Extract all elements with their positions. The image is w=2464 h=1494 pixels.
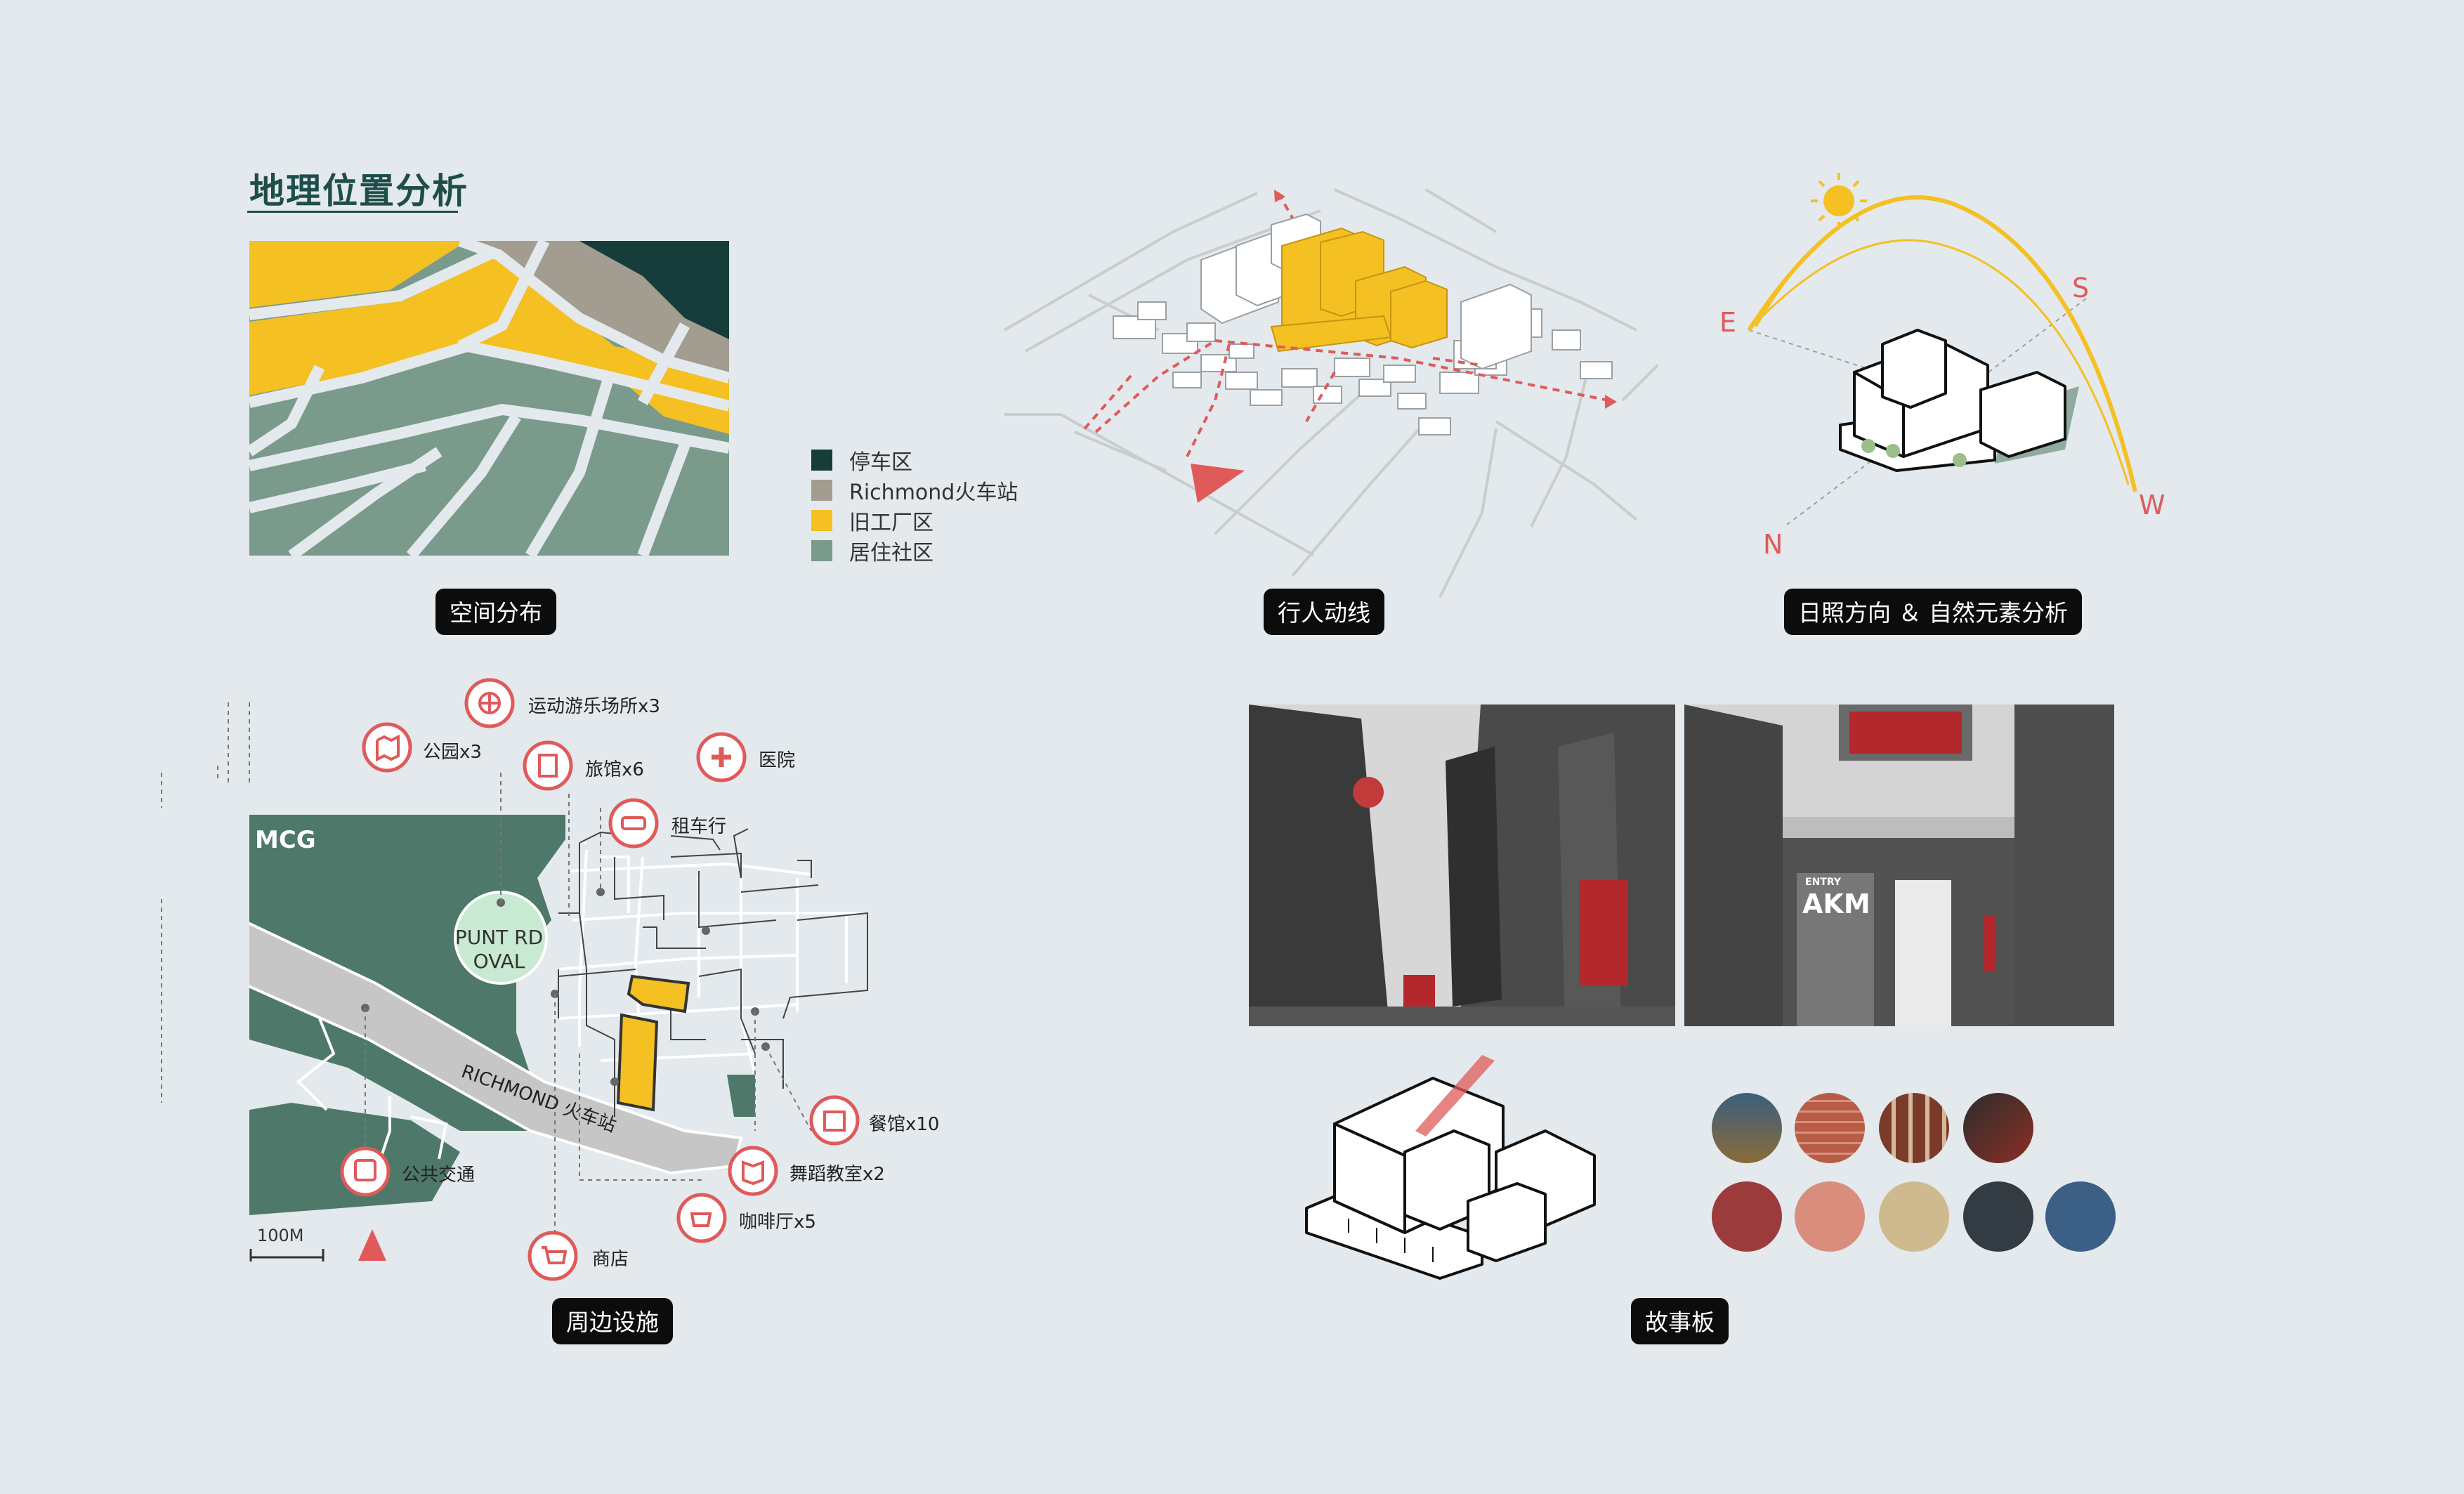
caption-space-distribution: 空间分布 (435, 589, 556, 635)
compass-east: E (1719, 307, 1737, 338)
palette-color-salmon (1795, 1181, 1865, 1252)
legend-swatch (811, 539, 832, 561)
pedestrian-flow-diagram (1003, 188, 1659, 598)
map-icon (362, 722, 412, 773)
oval-label: PUNT RD OVAL (452, 926, 546, 974)
palette-color-charcoal (1963, 1181, 2033, 1252)
car-icon (608, 798, 659, 848)
title-underline (247, 211, 458, 213)
legend-item: Richmond火车站 (811, 475, 1018, 505)
alley-photo-1 (1249, 705, 1675, 1026)
palette-color-blue (2045, 1181, 2116, 1252)
caption-surroundings: 周边设施 (552, 1298, 673, 1344)
facility-label-sports: 运动游乐场所x3 (528, 696, 660, 717)
sun-path-diagram (1747, 173, 2137, 528)
texture-swatch-facade (1879, 1093, 1949, 1163)
facility-label-cafe: 咖啡厅x5 (739, 1212, 816, 1233)
facility-label-shop: 商店 (592, 1249, 629, 1270)
entry-sign: ENTRY (1805, 877, 1841, 888)
facility-label-car-rental: 租车行 (671, 816, 727, 837)
legend-item: 居住社区 (811, 535, 1018, 565)
legend-label: 停车区 (849, 450, 912, 475)
texture-swatch-brick (1795, 1093, 1865, 1163)
oval-label-line1: PUNT RD (454, 926, 544, 949)
legend-swatch (811, 479, 832, 501)
palette-color-red (1712, 1181, 1782, 1252)
akm-sign: AKM (1802, 889, 1870, 919)
scale-label: 100M (257, 1226, 304, 1245)
bus-icon (340, 1146, 391, 1197)
caption-storyboard: 故事板 (1631, 1298, 1729, 1344)
compass-south: S (2072, 273, 2090, 303)
legend-label: 旧工厂区 (849, 510, 933, 535)
map-legend: 停车区 Richmond火车站 旧工厂区 居住社区 (811, 445, 1018, 565)
restaurant-icon (809, 1095, 860, 1146)
space-distribution-map (249, 241, 729, 556)
factory-area (249, 241, 467, 308)
alley-photo-2: ENTRY AKM (1684, 705, 2114, 1026)
coffee-icon (676, 1193, 727, 1243)
compass-west: W (2139, 490, 2165, 520)
legend-item: 停车区 (811, 445, 1018, 475)
facility-label-hospital: 医院 (759, 750, 796, 771)
mcg-label: MCG (255, 826, 316, 854)
parking-area (579, 241, 729, 339)
legend-swatch (811, 509, 832, 531)
facility-label-dance: 舞蹈教室x2 (789, 1164, 885, 1185)
caption-sunlight: 日照方向 ＆ 自然元素分析 (1784, 589, 2082, 635)
cart-icon (527, 1231, 578, 1281)
compass-north: N (1763, 529, 1783, 560)
legend-label: 居住社区 (849, 540, 933, 565)
north-arrow-icon (1191, 464, 1245, 503)
surroundings-map (161, 702, 868, 1262)
hotel-icon (523, 740, 573, 791)
palette-color-sand (1879, 1181, 1949, 1252)
facility-label-restaurant: 餐馆x10 (869, 1114, 940, 1135)
texture-swatch-door (1963, 1093, 2033, 1163)
facility-label-hotel: 旅馆x6 (585, 759, 644, 780)
legend-label: Richmond火车站 (849, 480, 1018, 505)
facility-label-park: 公园x3 (423, 742, 482, 763)
caption-pedestrian-flow: 行人动线 (1264, 589, 1384, 635)
facility-label-transit: 公共交通 (402, 1165, 476, 1186)
section-title: 地理位置分析 (249, 171, 468, 211)
oval-label-line2: OVAL (473, 950, 525, 973)
texture-swatch-window (1712, 1093, 1782, 1163)
book-icon (728, 1146, 778, 1196)
legend-item: 旧工厂区 (811, 505, 1018, 535)
north-arrow-icon (358, 1229, 386, 1261)
legend-swatch (811, 449, 832, 471)
storyboard-model (1305, 1055, 1596, 1280)
sun-icon (1811, 173, 1867, 229)
